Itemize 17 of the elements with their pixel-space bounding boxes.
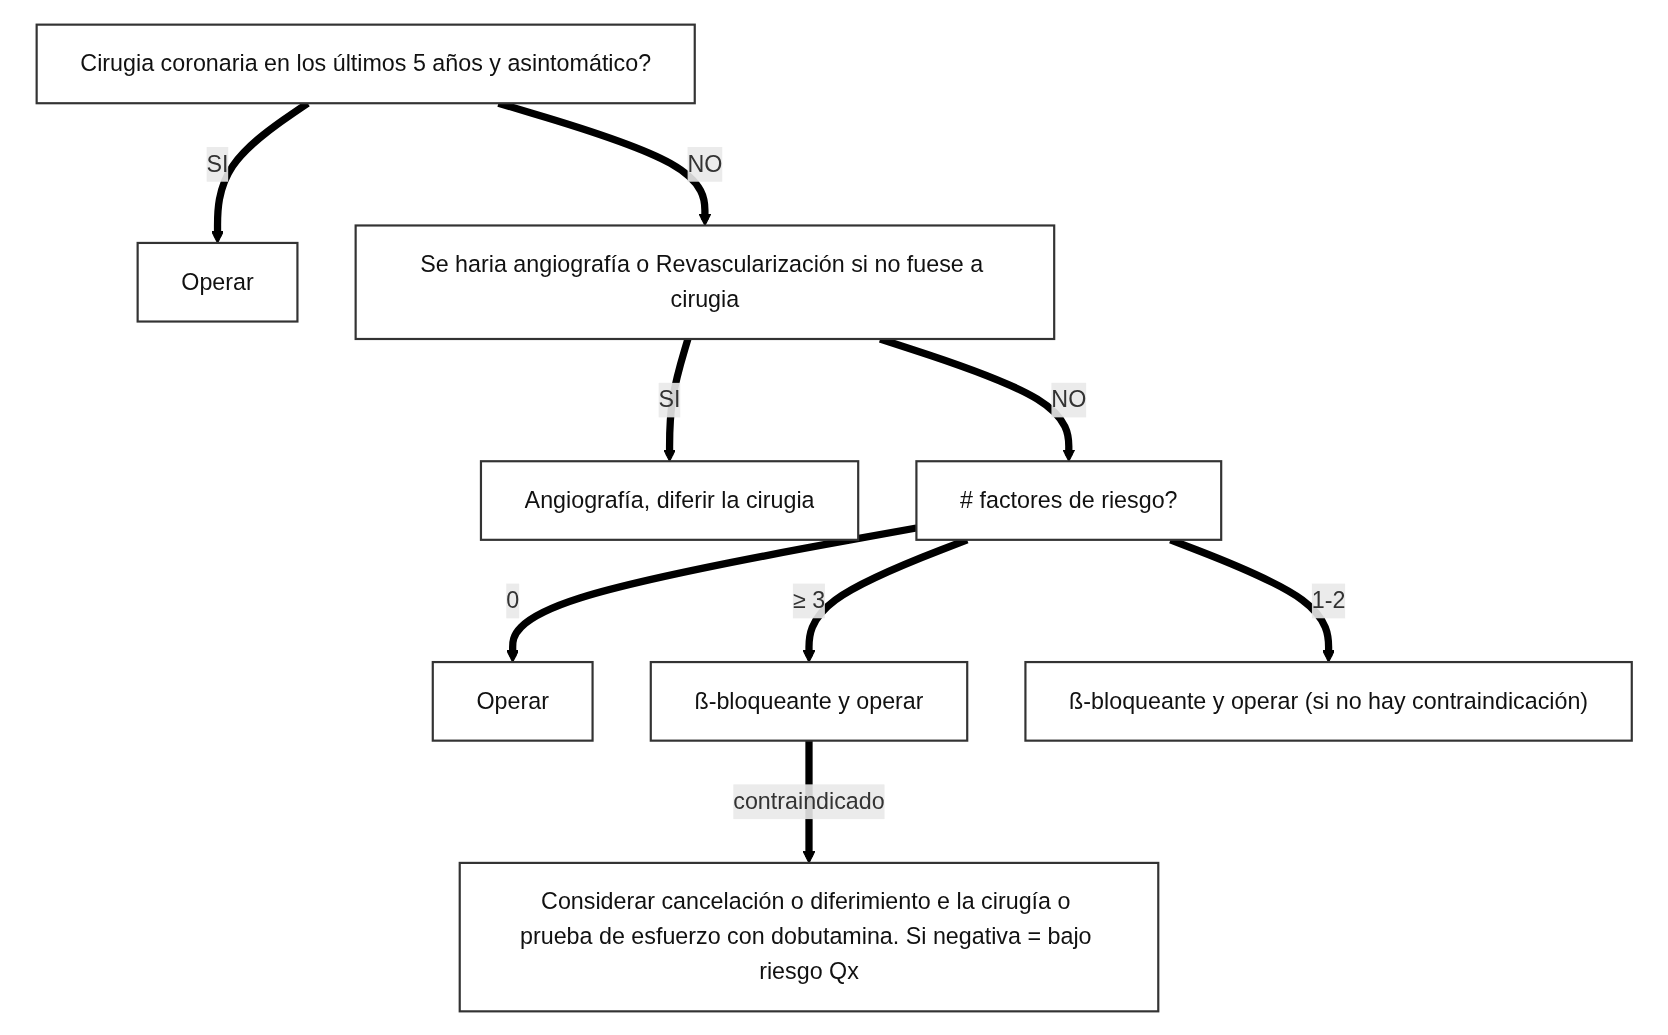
node-box: Cirugia coronaria en los últimos 5 años y asintomático? (35, 23, 696, 104)
edge-label: SI (658, 386, 681, 412)
edge-label: NO (687, 150, 723, 176)
edge-label: SI (206, 150, 229, 176)
edge-label: ≥ 3 (792, 587, 825, 613)
node-box: ß-bloqueante y operar (si no hay contraindicación) (1024, 660, 1633, 742)
node-box: Se haria angiografía o Revascularización si no fuese a cirugia (354, 223, 1056, 340)
edge-label: 0 (505, 587, 519, 613)
edge-label: contraindicado (733, 788, 885, 813)
node-box: Considerar cancelación o diferimiento e la cirugía o prueba de esfuerzo con dobutamina. Si negativa = bajo riesgo Qx (458, 861, 1160, 1012)
edge-label: NO (1051, 386, 1087, 412)
node-box: Angiografía, diferir la cirugia (479, 459, 860, 541)
edge-label: 1-2 (1311, 587, 1346, 613)
node-box: # factores de riesgo? (915, 459, 1223, 541)
node-box: Operar (136, 241, 299, 323)
node-box: Operar (431, 660, 594, 742)
node-box: ß-bloqueante y operar (649, 660, 969, 742)
